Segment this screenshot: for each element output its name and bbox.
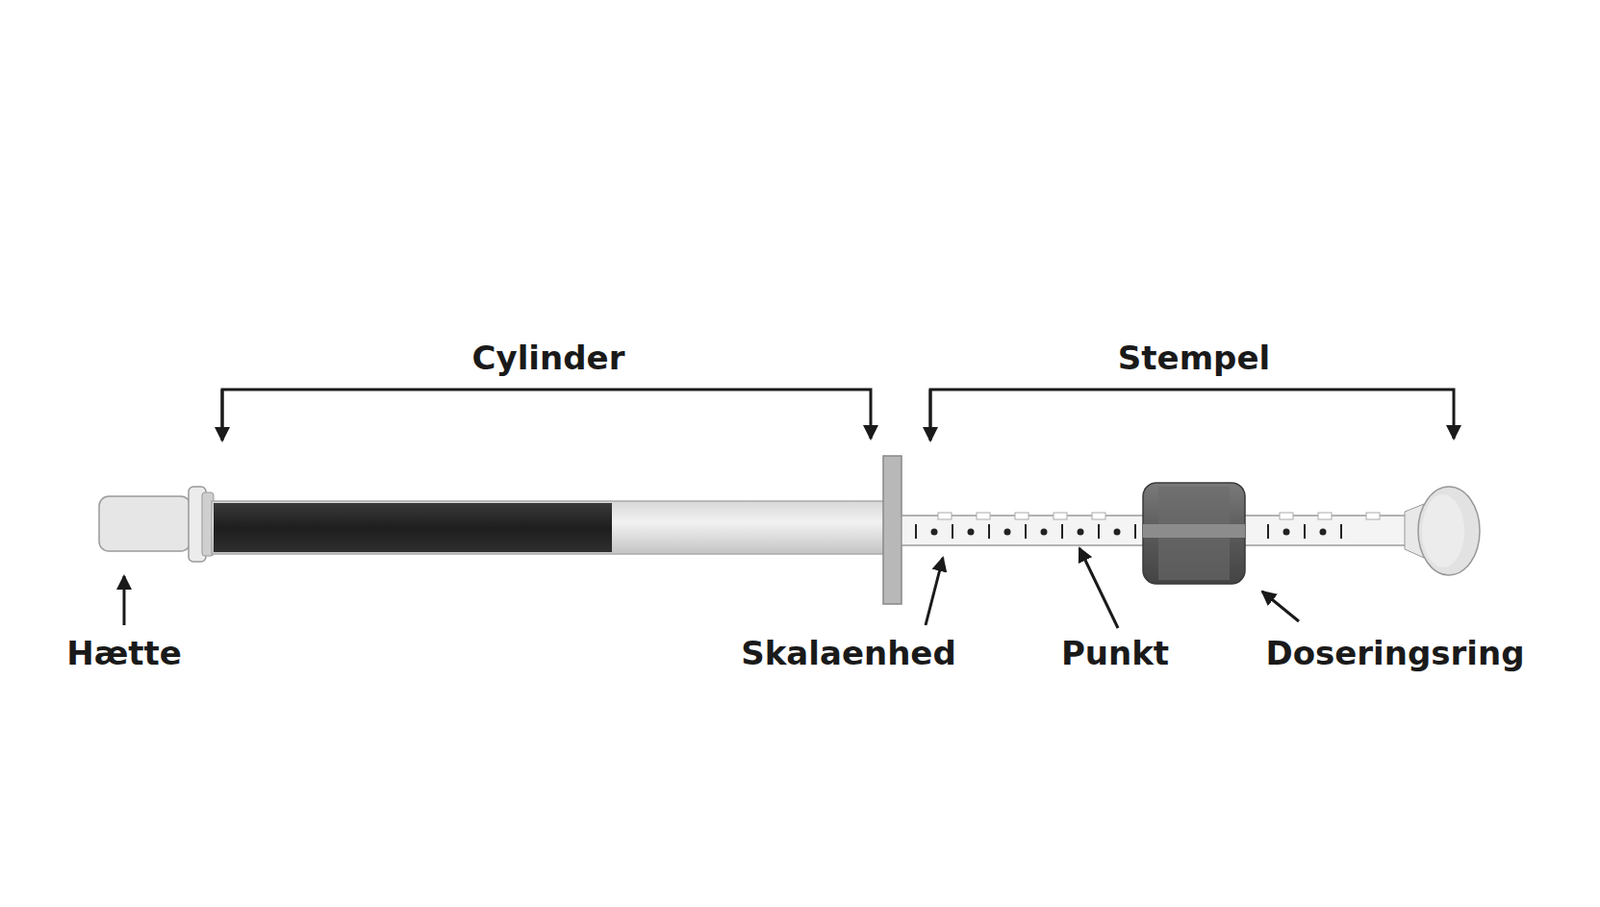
part-label: Skalaenhed xyxy=(740,636,957,670)
cylinder-bracket xyxy=(222,389,871,441)
dosing-ring xyxy=(1142,482,1245,585)
part-label: Doseringsring xyxy=(1265,636,1524,670)
leader-arrows xyxy=(124,548,1299,629)
cap xyxy=(99,486,214,562)
part-label: Punkt xyxy=(1061,636,1169,670)
part-label: Stempel xyxy=(1117,341,1270,375)
part-label: Cylinder xyxy=(472,341,626,375)
part-label: Hætte xyxy=(66,636,182,670)
barrel xyxy=(211,456,902,605)
stempel-bracket xyxy=(930,389,1454,441)
